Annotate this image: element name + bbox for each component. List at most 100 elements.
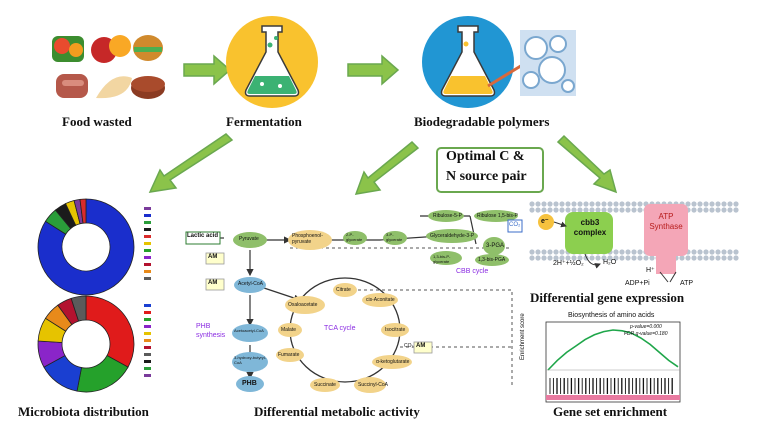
membrane-lipid — [691, 201, 697, 207]
membrane-lipid — [703, 207, 709, 213]
membrane-lipid — [697, 255, 703, 261]
metabolic-label: Differential metabolic activity — [254, 404, 420, 419]
membrane-lipid — [607, 207, 613, 213]
succinate-node: Succinate — [314, 382, 336, 388]
proton-label: H⁺ — [646, 267, 655, 274]
membrane-lipid — [583, 201, 589, 207]
membrane-lipid — [721, 249, 727, 255]
membrane-lipid — [565, 207, 571, 213]
membrane-lipid — [613, 207, 619, 213]
membrane-lipid — [691, 249, 697, 255]
membrane-lipid — [679, 255, 685, 261]
adp-label: ADP+Pi — [625, 280, 650, 287]
microbiota-donut-bottom — [37, 295, 135, 393]
membrane-lipid — [559, 255, 565, 261]
food-images — [52, 35, 165, 99]
membrane-lipid — [589, 207, 595, 213]
gsea-plot — [545, 321, 681, 403]
am-node-2: AM — [208, 280, 218, 286]
membrane-lipid — [571, 201, 577, 207]
pga3-node: 3-PGA — [486, 243, 505, 249]
membrane-lipid — [721, 207, 727, 213]
membrane-lipid — [553, 249, 559, 255]
membrane-lipid — [595, 201, 601, 207]
microbiota-legend-bottom — [144, 304, 151, 377]
membrane-lipid — [625, 255, 631, 261]
microbiota-top-slice-0 — [37, 198, 135, 296]
membrane-lipid — [541, 249, 547, 255]
gene-expression-label: Differential gene expression — [530, 290, 685, 305]
optimal-line-1: Optimal C & — [446, 149, 525, 164]
membrane-lipid — [625, 207, 631, 213]
electron-label: e⁻ — [541, 218, 549, 225]
pep-node: Phosphoenol-pyruvate — [292, 233, 323, 245]
bpga-node: 1,3-bis-PGA — [478, 257, 506, 263]
membrane-lipid — [547, 249, 553, 255]
water-label: H₂O — [603, 259, 617, 266]
malate-node: Malate — [281, 327, 297, 333]
fermentation-label: Fermentation — [226, 114, 302, 129]
membrane-lipid — [631, 249, 637, 255]
membrane-lipid — [715, 207, 721, 213]
membrane-lipid — [565, 255, 571, 261]
arrow-to-gene-expression — [556, 134, 618, 194]
membrane-lipid — [709, 249, 715, 255]
membrane-lipid — [577, 207, 583, 213]
membrane-lipid — [685, 201, 691, 207]
cbb3-complex — [565, 212, 613, 254]
membrane-lipid — [703, 201, 709, 207]
membrane-lipid — [649, 255, 655, 261]
membrane-lipid — [697, 207, 703, 213]
membrane-lipid — [721, 201, 727, 207]
isocitrate-node: Isocitrate — [385, 327, 406, 333]
gsea-title: Biosynthesis of amino acids — [568, 312, 655, 319]
atp-synthase-label: ATP Synthase — [649, 212, 683, 231]
membrane-lipid — [709, 255, 715, 261]
membrane-lipid — [631, 201, 637, 207]
membrane-lipid — [565, 201, 571, 207]
membrane-lipid — [715, 249, 721, 255]
ribulose5p-node: Ribulose-5-P — [433, 213, 462, 219]
polymers-label: Biodegradable polymers — [414, 114, 550, 129]
membrane-lipid — [553, 201, 559, 207]
membrane-lipid — [547, 207, 553, 213]
bpg-node: 1,3-bis-P-glycerate — [433, 254, 451, 264]
am-node-1: AM — [208, 254, 218, 260]
membrane-lipid — [727, 249, 733, 255]
membrane-lipid — [619, 249, 625, 255]
membrane-lipid — [553, 207, 559, 213]
atp-out-label: ATP — [680, 280, 694, 287]
membrane-lipid — [601, 255, 607, 261]
membrane-lipid — [631, 255, 637, 261]
cis-aconitate-node: cis-Aconitate — [366, 297, 395, 303]
membrane-lipid — [607, 201, 613, 207]
membrane-lipid — [727, 207, 733, 213]
membrane-lipid — [535, 255, 541, 261]
microbiota-bottom-slice-0 — [85, 295, 135, 368]
membrane-lipid — [541, 207, 547, 213]
membrane-lipid — [631, 207, 637, 213]
membrane-lipid — [553, 255, 559, 261]
membrane-lipid — [571, 207, 577, 213]
membrane-lipid — [643, 255, 649, 261]
polymer-granules-image — [520, 30, 576, 96]
membrane-lipid — [583, 207, 589, 213]
pg2-node: 2-P-glycerate — [346, 232, 363, 242]
membrane-lipid — [613, 201, 619, 207]
membrane-lipid — [721, 255, 727, 261]
membrane-lipid — [619, 255, 625, 261]
acetoacetyl-node: Acetoacetyl-CoA — [234, 328, 264, 333]
membrane-lipid — [607, 255, 613, 261]
membrane-lipid — [733, 249, 739, 255]
membrane-lipid — [541, 255, 547, 261]
membrane-lipid — [715, 201, 721, 207]
membrane-lipid — [619, 201, 625, 207]
arrow-food-to-fermentation — [183, 54, 232, 86]
membrane-lipid — [637, 201, 643, 207]
membrane-lipid — [589, 201, 595, 207]
microbiota-donut-top — [37, 198, 135, 296]
atp-synthase — [644, 204, 688, 256]
membrane-lipid — [535, 201, 541, 207]
membrane-lipid — [727, 255, 733, 261]
membrane-lipid — [595, 207, 601, 213]
